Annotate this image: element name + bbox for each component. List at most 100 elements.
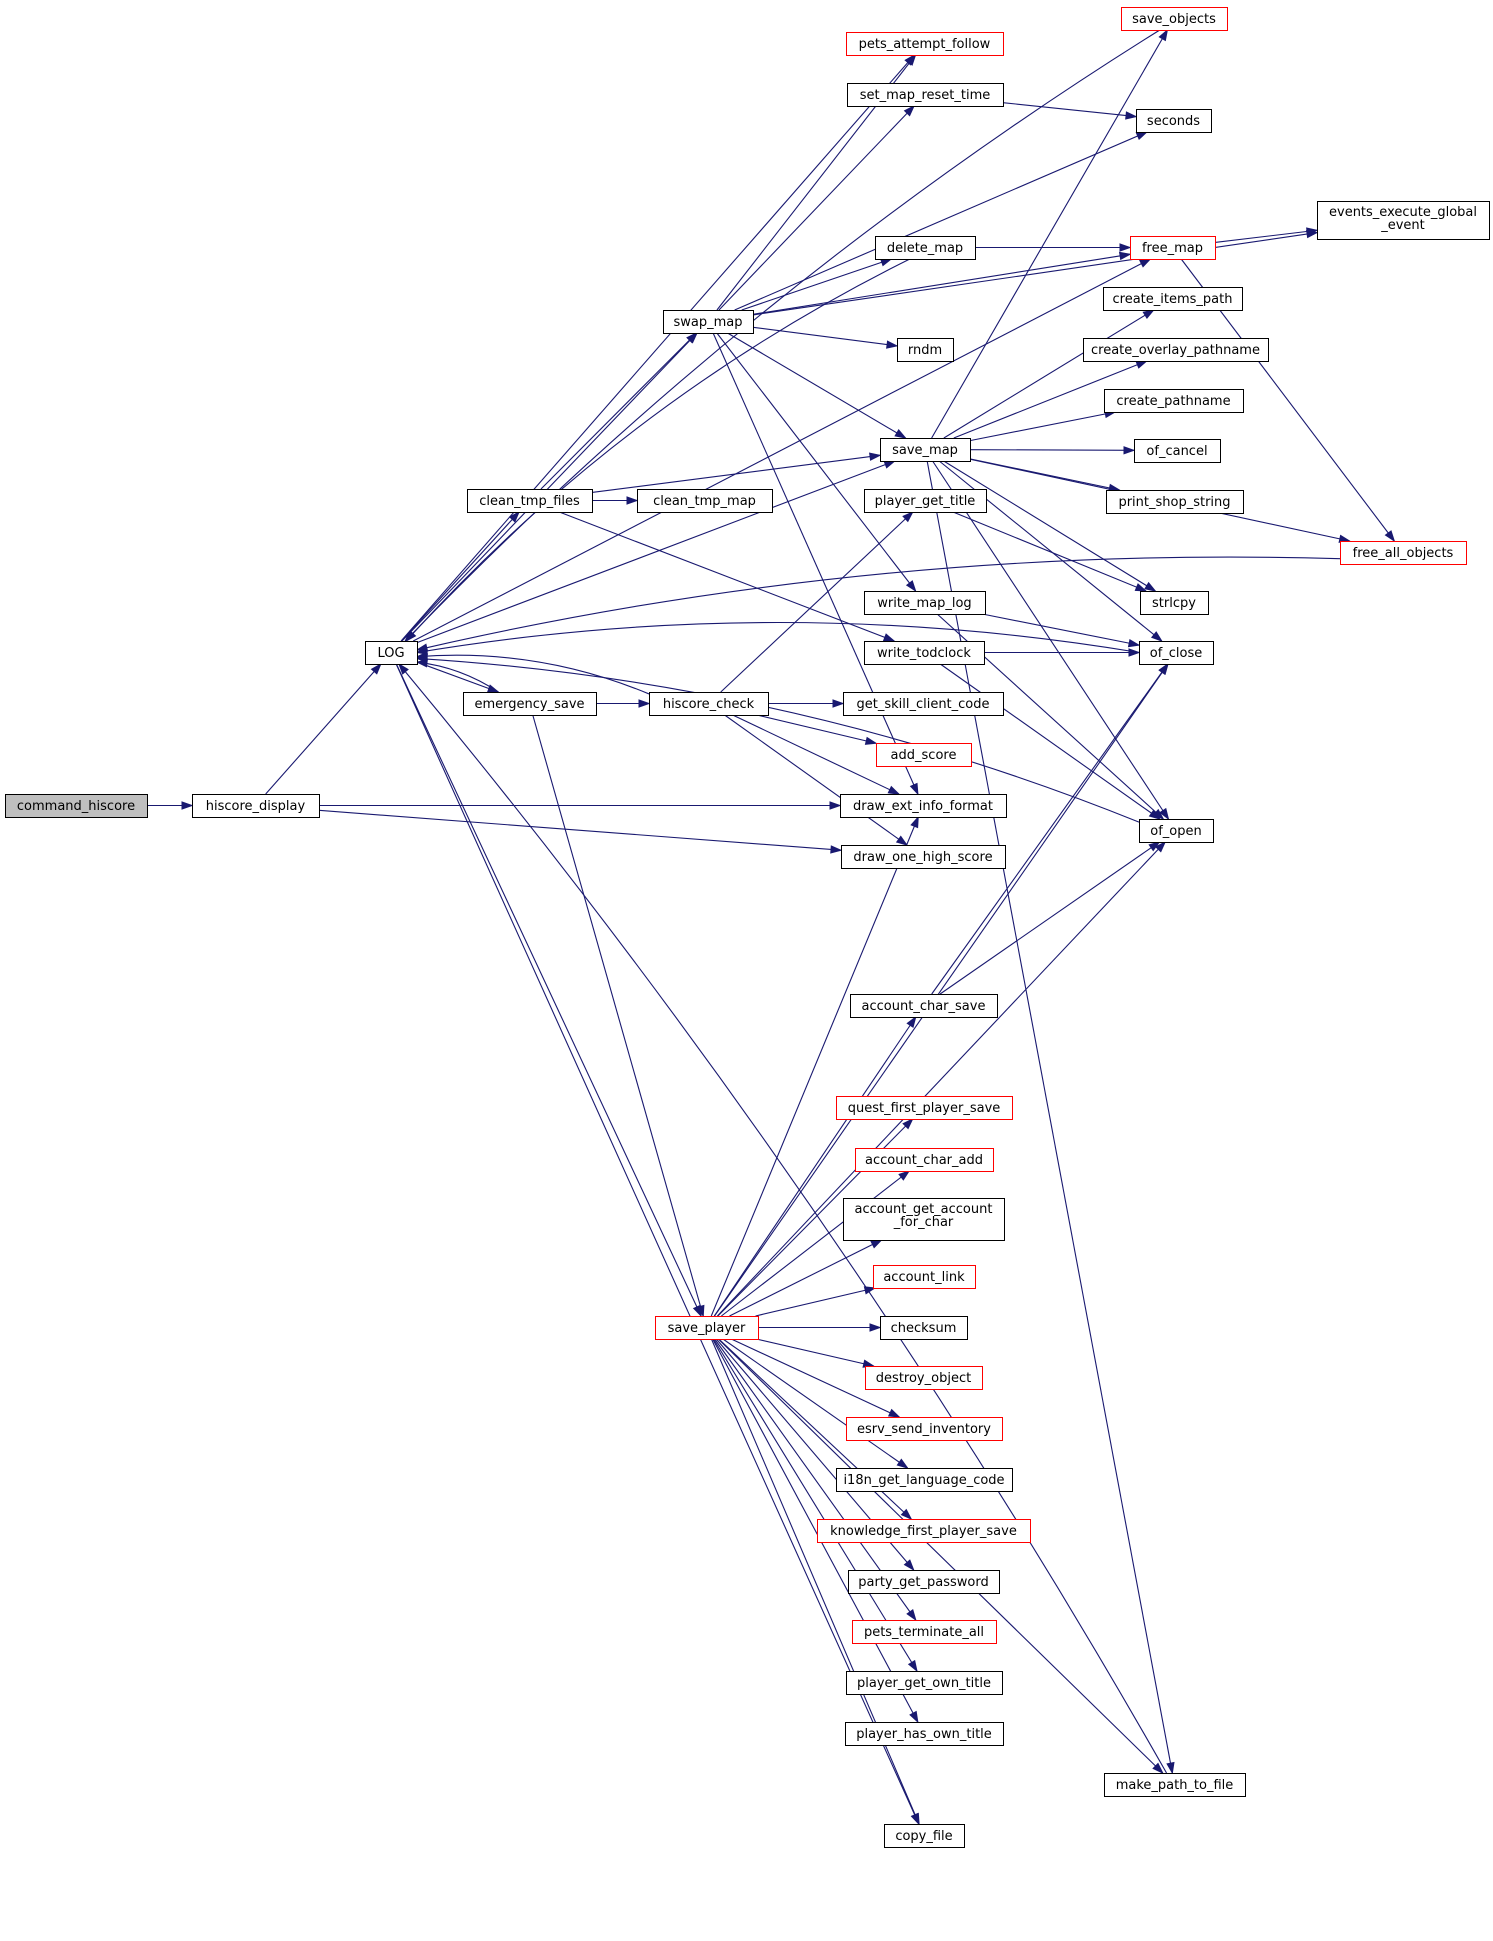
node-knowledge-first-player-save[interactable]: knowledge_first_player_save	[817, 1519, 1031, 1543]
node-save-player[interactable]: save_player	[655, 1316, 759, 1340]
node-set-map-reset-time[interactable]: set_map_reset_time	[847, 83, 1004, 107]
node-label: hiscore_check	[663, 697, 755, 712]
edge-line	[416, 460, 895, 644]
node-box	[1139, 641, 1214, 665]
edge-swap_map-to-write_map_log	[716, 332, 917, 593]
edge-emergency_save-to-save_player	[532, 714, 705, 1318]
edge-line	[401, 332, 698, 642]
node-box	[852, 1620, 997, 1644]
node-of-close[interactable]: of_close	[1139, 641, 1214, 665]
node-write-map-log[interactable]: write_map_log	[864, 591, 986, 615]
node-save-map[interactable]: save_map	[880, 438, 971, 462]
edge-arrowhead	[905, 580, 917, 593]
node-label: strlcpy	[1152, 596, 1196, 611]
node-box	[365, 641, 418, 665]
node-get-skill-client-code[interactable]: get_skill_client_code	[843, 692, 1004, 716]
node-emergency-save[interactable]: emergency_save	[463, 692, 597, 716]
node-delete-map[interactable]: delete_map	[875, 236, 976, 260]
node-create-items-path[interactable]: create_items_path	[1103, 287, 1243, 311]
edge-line	[756, 714, 877, 744]
edge-line	[713, 1338, 918, 1672]
node-free-map[interactable]: free_map	[1130, 236, 1216, 260]
node-label: create_items_path	[1113, 292, 1233, 307]
node-add-score[interactable]: add_score	[876, 743, 972, 767]
node-print-shop-string[interactable]: print_shop_string	[1106, 490, 1244, 514]
edge-arrowhead	[882, 633, 896, 642]
edge-line	[741, 258, 892, 311]
node-party-get-password[interactable]: party_get_password	[848, 1570, 1000, 1594]
node-box	[1130, 236, 1216, 260]
edge-line	[969, 449, 1135, 451]
node-account-char-save[interactable]: account_char_save	[850, 994, 998, 1018]
edge-line	[752, 253, 1131, 315]
edge-line	[416, 621, 1140, 654]
node-create-pathname[interactable]: create_pathname	[1104, 389, 1244, 413]
edge-arrowhead	[415, 643, 429, 652]
node-rndm[interactable]: rndm	[897, 338, 954, 362]
edge-line	[752, 232, 1318, 316]
edge-arrowhead	[896, 1458, 909, 1469]
node-of-cancel[interactable]: of_cancel	[1134, 439, 1221, 463]
node-strlcpy[interactable]: strlcpy	[1140, 591, 1209, 615]
node-i18n-get-language-code[interactable]: i18n_get_language_code	[836, 1468, 1013, 1492]
node-hiscore-display[interactable]: hiscore_display	[192, 794, 320, 818]
edge-arrowhead	[869, 452, 882, 461]
node-write-todclock[interactable]: write_todclock	[864, 641, 985, 665]
edge-save_player-to-esrv_send_inventory	[731, 1338, 901, 1418]
edge-free_map-to-events_execute_global_event	[1214, 227, 1319, 243]
node-seconds[interactable]: seconds	[1136, 109, 1212, 133]
edge-arrowhead	[181, 801, 194, 810]
node-label: player_get_title	[875, 494, 976, 509]
node-make-path-to-file[interactable]: make_path_to_file	[1104, 1773, 1246, 1797]
node-clean-tmp-files[interactable]: clean_tmp_files	[467, 489, 593, 513]
edge-line	[720, 511, 914, 693]
node-box	[1140, 591, 1209, 615]
node-player-get-title[interactable]: player_get_title	[864, 489, 987, 513]
edge-arrowhead	[902, 510, 914, 523]
node-account-get-account-for-char[interactable]: account_get_account_for_char	[843, 1198, 1005, 1241]
node-LOG[interactable]: LOG	[365, 641, 418, 665]
node-draw-ext-info-format[interactable]: draw_ext_info_format	[840, 794, 1007, 818]
node-label: checksum	[891, 1321, 957, 1336]
edge-line	[926, 460, 1173, 1774]
node-box	[846, 1671, 1003, 1695]
edge-arrowhead	[869, 1323, 882, 1332]
node-swap-map[interactable]: swap_map	[663, 310, 754, 334]
node-free-all-objects[interactable]: free_all_objects	[1340, 541, 1467, 565]
node-account-link[interactable]: account_link	[873, 1265, 976, 1289]
node-checksum[interactable]: checksum	[880, 1316, 968, 1340]
edge-arrowhead	[910, 815, 919, 829]
node-hiscore-check[interactable]: hiscore_check	[649, 692, 769, 716]
node-save-objects[interactable]: save_objects	[1121, 7, 1228, 31]
edge-line	[416, 661, 499, 693]
edge-write_map_log-to-of_close	[982, 613, 1141, 648]
edge-clean_tmp_files-to-swap_map	[540, 331, 698, 490]
node-pets-attempt-follow[interactable]: pets_attempt_follow	[846, 32, 1004, 56]
node-pets-terminate-all[interactable]: pets_terminate_all	[852, 1620, 997, 1644]
node-esrv-send-inventory[interactable]: esrv_send_inventory	[846, 1417, 1003, 1441]
node-events-execute-global-event[interactable]: events_execute_global_event	[1317, 201, 1490, 240]
node-box	[5, 794, 148, 818]
node-command-hiscore[interactable]: command_hiscore	[5, 794, 148, 818]
node-draw-one-high-score[interactable]: draw_one_high_score	[841, 845, 1006, 869]
node-quest-first-player-save[interactable]: quest_first_player_save	[836, 1096, 1013, 1120]
node-label: create_pathname	[1116, 394, 1230, 409]
node-create-overlay-pathname[interactable]: create_overlay_pathname	[1083, 338, 1269, 362]
node-clean-tmp-map[interactable]: clean_tmp_map	[637, 489, 773, 513]
edge-LOG-to-emergency_save	[416, 661, 500, 693]
edge-line	[727, 332, 906, 439]
edge-arrowhead	[1384, 530, 1396, 543]
node-player-get-own-title[interactable]: player_get_own_title	[846, 1671, 1003, 1695]
edge-line	[710, 816, 919, 1317]
node-copy-file[interactable]: copy_file	[884, 1824, 965, 1848]
node-of-open[interactable]: of_open	[1139, 819, 1214, 843]
node-label: draw_ext_info_format	[853, 799, 993, 814]
node-player-has-own-title[interactable]: player_has_own_title	[845, 1722, 1004, 1746]
edge-LOG-to-swap_map	[401, 331, 699, 642]
edge-line	[416, 556, 1341, 651]
node-box	[865, 1366, 983, 1390]
node-account-char-add[interactable]: account_char_add	[855, 1148, 994, 1172]
edge-save_map-to-strlcpy	[943, 460, 1157, 592]
edge-save_player-to-of_open	[716, 840, 1167, 1317]
node-destroy-object[interactable]: destroy_object	[865, 1366, 983, 1390]
